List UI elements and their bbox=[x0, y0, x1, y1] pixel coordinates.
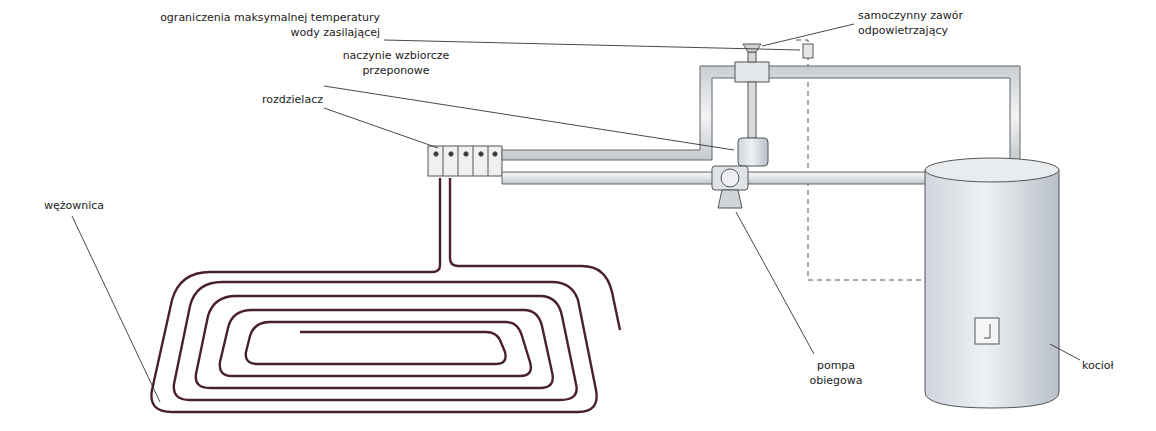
callout-label: wężownica bbox=[44, 198, 104, 213]
circulation-pump bbox=[712, 166, 748, 208]
manifold bbox=[428, 146, 502, 176]
callout-label: samoczynny zawór odpowietrzający bbox=[858, 8, 1008, 38]
temperature-limiter bbox=[803, 44, 813, 58]
callout-label: pompa obiegowa bbox=[796, 358, 876, 388]
callout-label: naczynie wzbiorcze przeponowe bbox=[326, 48, 466, 78]
expansion-vessel bbox=[738, 82, 768, 166]
floor-coil bbox=[151, 178, 620, 412]
callout-label: ograniczenia maksymalnej temperatury wod… bbox=[150, 10, 380, 40]
callout-label: kocioł bbox=[1082, 358, 1114, 373]
boiler bbox=[925, 158, 1059, 408]
callout-label: rozdzielacz bbox=[262, 92, 323, 107]
leader-lines bbox=[72, 24, 1080, 402]
air-vent-valve bbox=[735, 44, 769, 82]
